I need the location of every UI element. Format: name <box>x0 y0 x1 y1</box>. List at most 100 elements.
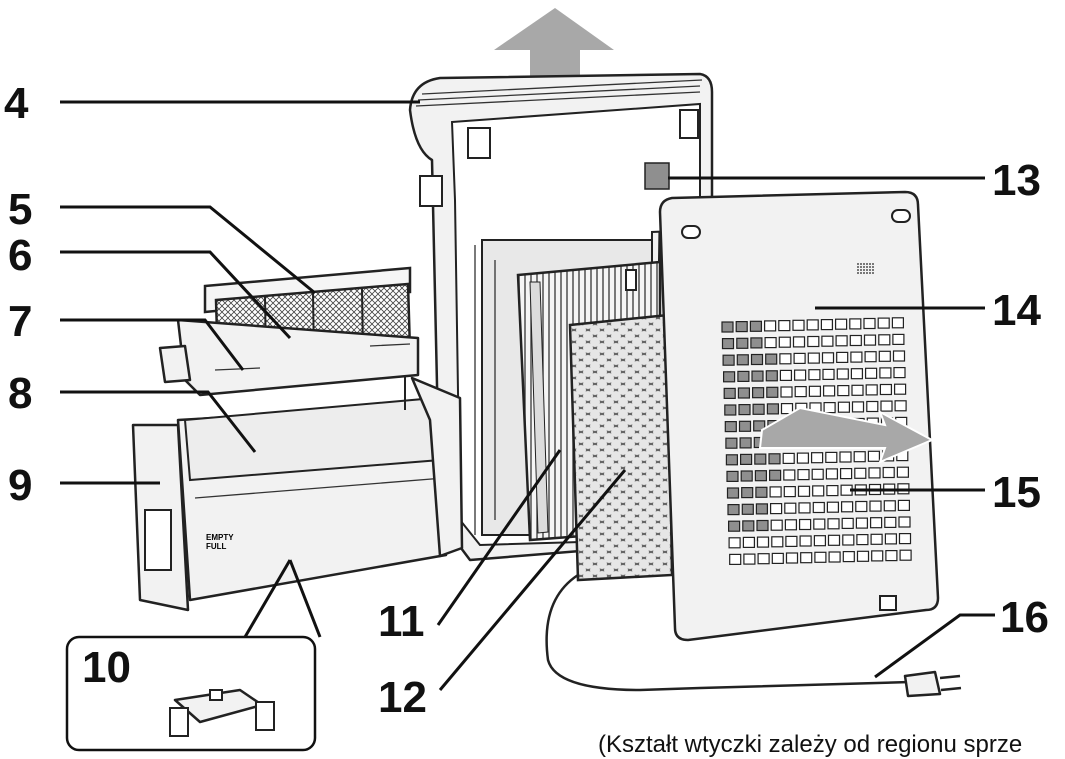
vent-slot <box>784 519 798 531</box>
vent-slot <box>728 537 741 549</box>
vent-slot <box>742 536 756 549</box>
vent-slot <box>851 401 865 413</box>
vent-slot <box>878 350 891 362</box>
vent-slot <box>750 337 763 349</box>
vent-slot <box>769 486 782 498</box>
vent-slot <box>841 517 854 530</box>
vent-slot <box>850 368 864 380</box>
vent-slot <box>855 517 869 529</box>
vent-slot <box>825 451 838 463</box>
leader-line-8 <box>60 390 257 453</box>
vent-slot <box>784 502 797 514</box>
vent-slot <box>737 387 751 399</box>
vent-slot <box>878 334 891 346</box>
vent-slot <box>897 499 911 511</box>
vent-slot <box>735 321 748 333</box>
vent-slot <box>869 500 882 512</box>
vent-slot <box>837 401 851 413</box>
callout-7: 7 <box>8 297 32 346</box>
callout-10: 10 <box>82 643 131 692</box>
vent-slot <box>807 335 820 348</box>
vent-slot <box>792 319 805 331</box>
vent-slot <box>892 350 906 362</box>
vent-slot <box>778 320 791 332</box>
vent-slot <box>770 519 783 531</box>
vent-slot <box>793 352 806 364</box>
vent-slot <box>828 551 841 563</box>
vent-slot <box>880 400 893 412</box>
vent-slot <box>780 386 793 398</box>
vent-slot <box>736 337 749 349</box>
vent-slot <box>870 533 883 545</box>
carbon-filter <box>568 313 674 582</box>
callout-4: 4 <box>4 79 29 128</box>
vent-slot <box>891 317 905 329</box>
vent-slot <box>754 453 767 465</box>
sensor-dot <box>869 266 871 268</box>
vent-slot <box>826 485 839 497</box>
sensor-dot <box>872 272 874 274</box>
sensor-dot <box>860 272 862 274</box>
vent-slot <box>849 318 862 330</box>
vent-slot <box>868 467 881 479</box>
vent-slot <box>764 337 777 349</box>
vent-slot <box>856 550 870 562</box>
vent-slot <box>771 552 784 565</box>
callout-14: 14 <box>992 286 1041 335</box>
vent-slot <box>724 404 737 416</box>
leader-line-16 <box>874 613 995 679</box>
sensor-dot <box>863 266 865 268</box>
vent-slot <box>869 517 883 529</box>
vent-slot <box>823 402 836 414</box>
vent-slot <box>780 403 794 415</box>
vent-slot <box>756 519 769 532</box>
callout-5: 5 <box>8 185 32 234</box>
leader-line-5 <box>60 205 316 295</box>
vent-slot <box>811 468 824 480</box>
vent-slot <box>892 333 905 345</box>
vent-slot <box>836 351 849 363</box>
tank-empty-mark: EMPTY <box>206 533 234 542</box>
vent-slot <box>756 536 770 548</box>
vent-slot <box>834 318 848 330</box>
leader-line-11 <box>436 449 562 626</box>
vent-slot <box>785 552 799 564</box>
sensor-dot <box>869 269 871 271</box>
vent-slot <box>808 385 822 397</box>
vent-slot <box>750 353 764 366</box>
vent-slot <box>882 466 895 479</box>
sensor-dot <box>860 269 862 271</box>
vent-slot <box>739 437 752 449</box>
vent-slot <box>814 551 827 563</box>
sensor-dot <box>869 263 871 265</box>
vent-slot <box>836 368 849 380</box>
airflow-in-arrow <box>758 406 935 464</box>
vent-slot <box>865 384 878 396</box>
vent-slot <box>825 468 839 480</box>
vent-slot <box>813 535 827 547</box>
vent-slot <box>724 421 737 433</box>
vent-slot <box>793 369 807 381</box>
vent-slot <box>853 451 866 463</box>
vent-slot <box>768 469 782 481</box>
vent-slot <box>822 368 835 380</box>
vent-slot <box>864 351 877 363</box>
sensor-dot <box>866 266 868 268</box>
vent-slot <box>896 466 910 478</box>
panel-sensor-dots <box>857 263 874 274</box>
vent-slot <box>721 338 735 350</box>
vent-slot <box>765 370 778 382</box>
sensor-dot <box>869 272 871 274</box>
tank-full-mark: FULL <box>206 542 227 551</box>
vent-slot <box>867 450 881 462</box>
vent-slot <box>884 516 897 529</box>
vent-slot <box>782 452 795 464</box>
vent-slot <box>840 501 854 513</box>
sensor-dot <box>863 269 865 271</box>
sensor-dot <box>866 269 868 271</box>
vent-slot <box>837 385 850 397</box>
vent-slot <box>727 520 741 532</box>
water-tank: EMPTY FULL <box>131 375 464 612</box>
